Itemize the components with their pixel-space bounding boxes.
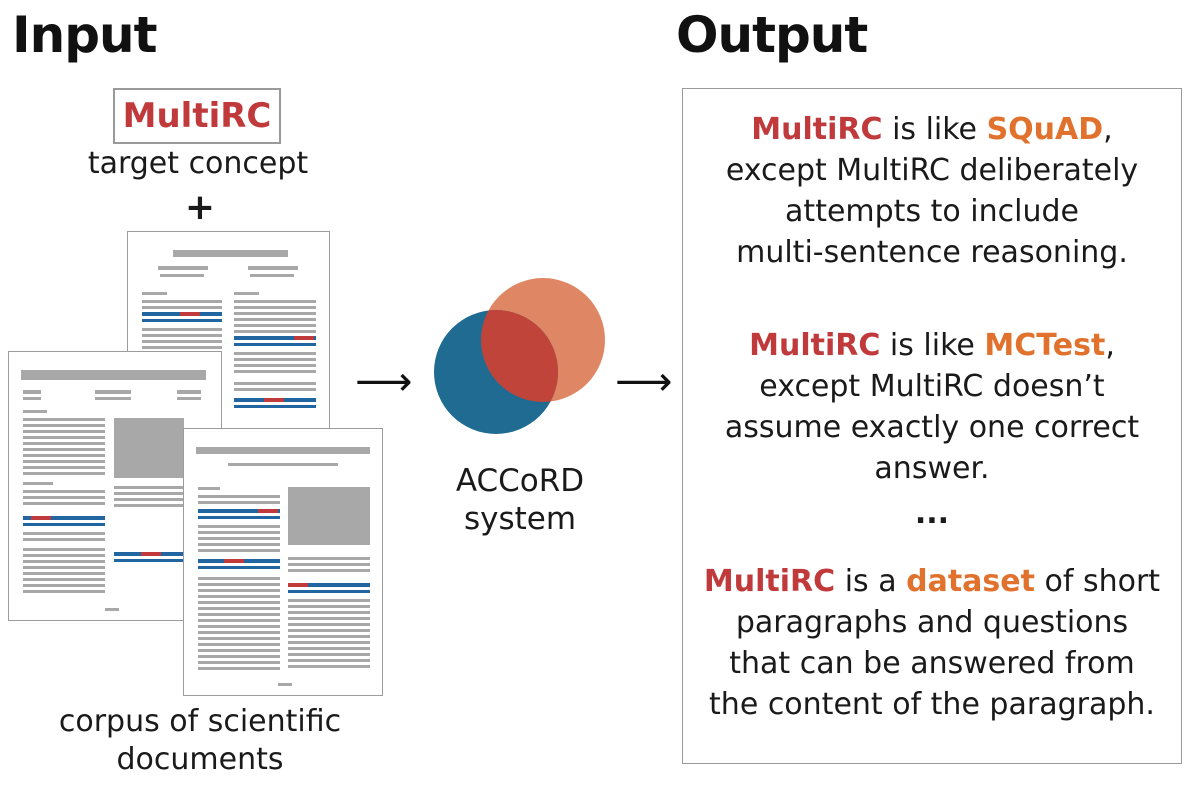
document-thumbnail-front — [183, 428, 383, 696]
arrow-right-icon: ⟶ — [615, 359, 673, 405]
description-line: except MultiRC deliberately — [725, 153, 1139, 188]
target-concept-mention: MultiRC — [749, 328, 881, 363]
ellipsis: ... — [914, 496, 950, 531]
system-label-line-1: ACCoRD — [455, 463, 585, 499]
description-line: MultiRC is a dataset of short — [683, 561, 1181, 602]
output-description-2: MultiRC is like MCTest, except MultiRC d… — [683, 325, 1181, 489]
target-concept-mention: MultiRC — [751, 112, 883, 147]
accord-logo-venn — [434, 278, 605, 434]
document-page-icon — [196, 447, 370, 686]
system-label: ACCoRD system — [440, 462, 600, 538]
description-line: MultiRC is like SQuAD, — [683, 109, 1181, 150]
target-concept-label: target concept — [87, 146, 309, 181]
connector-text: is like — [882, 112, 987, 147]
target-concept-box: MultiRC — [113, 88, 281, 144]
output-panel: MultiRC is like SQuAD, except MultiRC de… — [682, 88, 1182, 764]
description-line: multi-sentence reasoning. — [736, 235, 1128, 270]
corpus-label-line-2: documents — [116, 742, 284, 777]
description-line: assume exactly one correct — [724, 410, 1140, 445]
corpus-label-line-1: corpus of scientific — [58, 704, 342, 739]
document-page-icon — [142, 250, 316, 408]
description-line: paragraphs and questions — [735, 605, 1129, 640]
output-heading: Output — [676, 6, 868, 64]
description-line: answer. — [874, 451, 990, 486]
related-concept-mention: MCTest — [984, 328, 1106, 363]
connector-text: is like — [880, 328, 985, 363]
arrow-right-icon: ⟶ — [355, 359, 413, 405]
description-line: MultiRC is like MCTest, — [683, 325, 1181, 366]
description-line: that can be answered from — [729, 646, 1135, 681]
target-concept-mention: MultiRC — [703, 564, 836, 599]
connector-text: , — [1103, 112, 1113, 147]
description-line: the content of the paragraph. — [709, 687, 1155, 722]
description-line: except MultiRC doesn’t — [759, 369, 1105, 404]
connector-text: , — [1105, 328, 1115, 363]
document-page-icon — [21, 370, 206, 611]
venn-overlap — [481, 310, 558, 402]
connector-text: is a — [835, 564, 907, 599]
related-concept-mention: dataset — [906, 564, 1035, 599]
input-heading: Input — [12, 6, 157, 64]
related-concept-mention: SQuAD — [986, 112, 1104, 147]
plus-sign: + — [184, 187, 216, 228]
system-label-line-2: system — [463, 501, 577, 537]
corpus-label: corpus of scientific documents — [20, 703, 380, 779]
description-line: attempts to include — [785, 194, 1079, 229]
output-description-1: MultiRC is like SQuAD, except MultiRC de… — [683, 109, 1181, 273]
connector-text: of short — [1034, 564, 1161, 599]
output-description-3: MultiRC is a dataset of short paragraphs… — [683, 561, 1181, 725]
